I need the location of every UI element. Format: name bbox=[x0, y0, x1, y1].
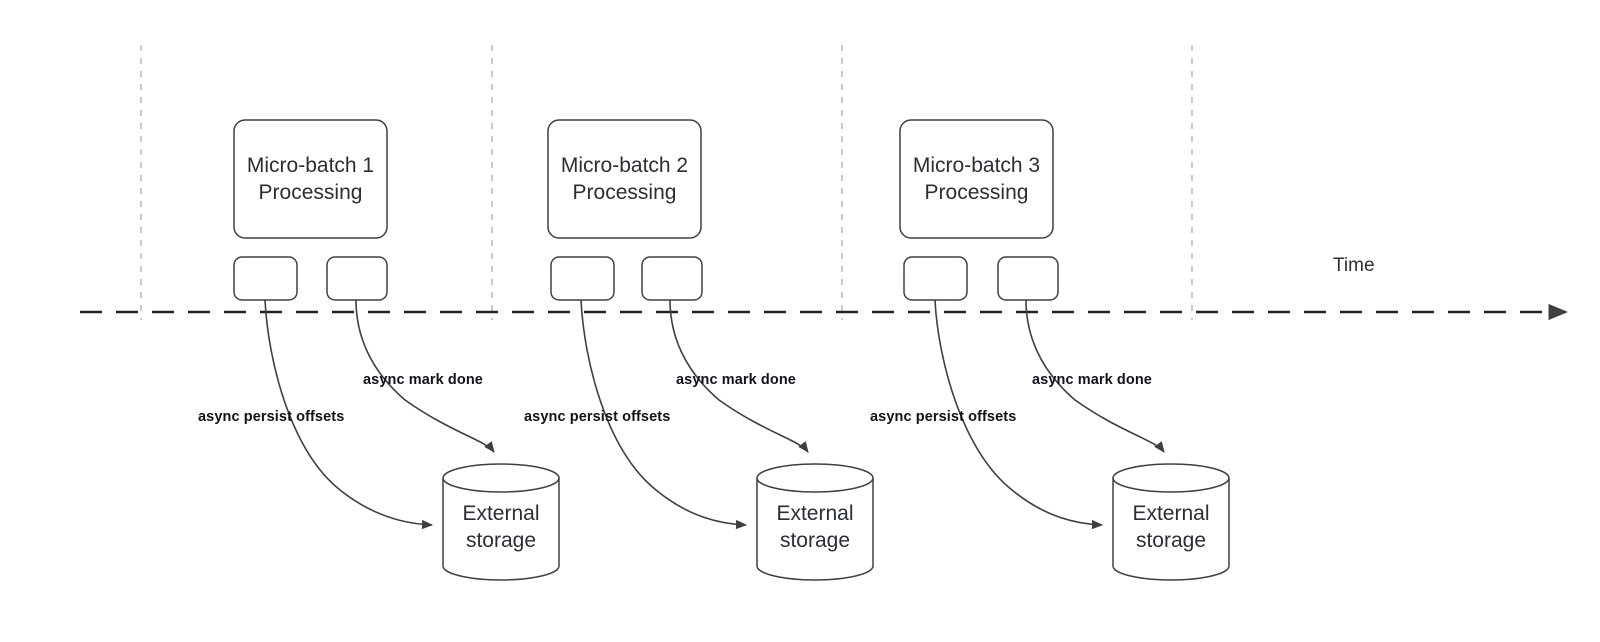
group-2-shapes bbox=[547, 119, 874, 581]
edge-async-mark-done-3 bbox=[1025, 299, 1165, 453]
external-storage-2-body[interactable] bbox=[756, 478, 874, 581]
edge-async-persist-offsets-2 bbox=[580, 299, 748, 530]
micro-batch-3-task-box-2[interactable] bbox=[997, 256, 1059, 301]
micro-batch-1-task-box-1[interactable] bbox=[233, 256, 298, 301]
micro-batch-2-box[interactable] bbox=[547, 119, 702, 239]
external-storage-3-body[interactable] bbox=[1112, 478, 1230, 581]
group-3-shapes bbox=[899, 119, 1230, 581]
micro-batch-1-box[interactable] bbox=[233, 119, 388, 239]
external-storage-1-top[interactable] bbox=[442, 463, 560, 493]
edge-async-persist-offsets-1 bbox=[264, 299, 434, 530]
external-storage-2-top[interactable] bbox=[756, 463, 874, 493]
edge-async-persist-offsets-3 bbox=[934, 299, 1104, 530]
external-storage-1-body[interactable] bbox=[442, 478, 560, 581]
micro-batch-2-task-box-2[interactable] bbox=[641, 256, 703, 301]
edge-label-async-mark-done-1: async mark done bbox=[363, 372, 483, 388]
edge-async-mark-done-1 bbox=[355, 299, 495, 453]
edge-label-async-persist-offsets-2: async persist offsets bbox=[524, 409, 671, 425]
edge-label-async-persist-offsets-1: async persist offsets bbox=[198, 409, 345, 425]
group-1-shapes bbox=[233, 119, 560, 581]
edge-label-async-persist-offsets-3: async persist offsets bbox=[870, 409, 1017, 425]
edge-async-mark-done-2 bbox=[669, 299, 809, 453]
time-axis-label: Time bbox=[1333, 255, 1375, 276]
micro-batch-2-task-box-1[interactable] bbox=[550, 256, 615, 301]
edge-label-async-mark-done-2: async mark done bbox=[676, 372, 796, 388]
external-storage-3-top[interactable] bbox=[1112, 463, 1230, 493]
edge-label-async-mark-done-3: async mark done bbox=[1032, 372, 1152, 388]
micro-batch-3-box[interactable] bbox=[899, 119, 1054, 239]
micro-batch-3-task-box-1[interactable] bbox=[903, 256, 968, 301]
micro-batch-1-task-box-2[interactable] bbox=[326, 256, 388, 301]
